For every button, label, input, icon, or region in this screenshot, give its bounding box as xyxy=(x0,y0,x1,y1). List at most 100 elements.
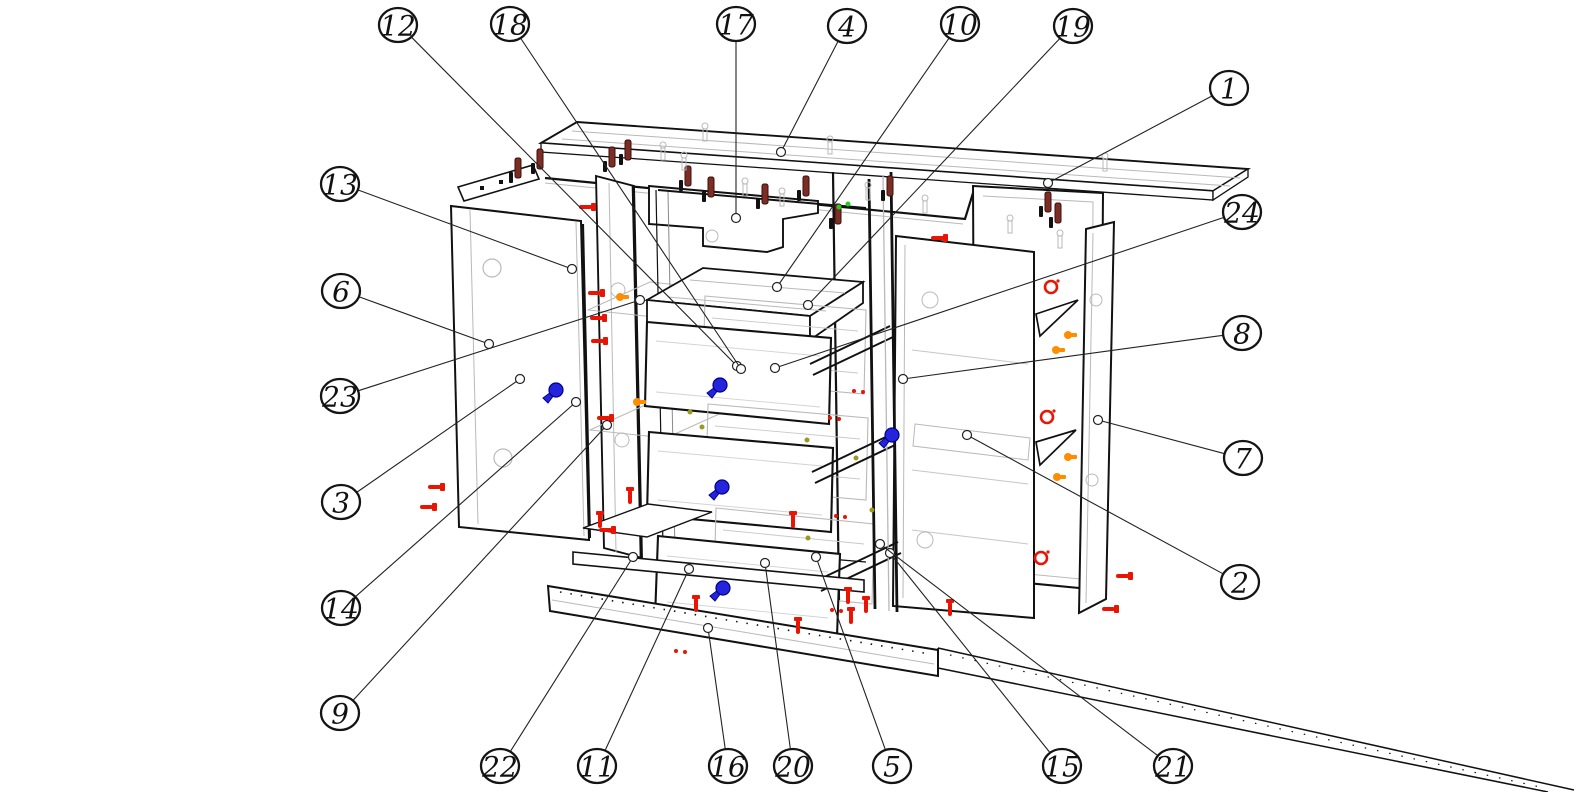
hinge-icon xyxy=(679,165,692,191)
olive-dot xyxy=(804,437,810,443)
left-top-slab xyxy=(456,164,541,202)
leader-endpoint-19 xyxy=(802,299,814,311)
cam-lock-icon xyxy=(1064,453,1077,461)
leader-endpoint-20 xyxy=(759,557,771,569)
callout-18: 18 xyxy=(489,5,531,43)
hinge-icon xyxy=(702,176,715,202)
leader-line-5 xyxy=(815,556,887,751)
screw-horizontal-icon xyxy=(1116,572,1133,580)
bottom-rail xyxy=(572,551,865,593)
callout-13: 13 xyxy=(319,165,361,203)
hinge-icon xyxy=(531,148,544,174)
leader-line-19 xyxy=(807,37,1061,306)
leader-endpoint-13 xyxy=(566,263,578,275)
plinth-back xyxy=(937,647,1575,792)
slab-dot1 xyxy=(480,186,484,190)
screw-vertical-icon xyxy=(794,617,802,634)
drawer2-front xyxy=(645,430,835,534)
knob-icon xyxy=(708,479,730,501)
callout-16: 16 xyxy=(707,747,749,785)
right-door-line xyxy=(1085,232,1094,604)
callout-number-14: 14 xyxy=(323,593,359,626)
leader-line-3 xyxy=(356,378,521,493)
green-dot xyxy=(836,204,842,210)
left-door-line2 xyxy=(575,221,585,537)
leader-endpoint-22 xyxy=(627,551,639,563)
cam-lock-icon xyxy=(633,398,646,406)
gray-screw-mark xyxy=(1006,214,1014,234)
olive-dot xyxy=(805,535,811,541)
screw-vertical-icon xyxy=(789,511,797,528)
left-door-line xyxy=(469,209,479,525)
leader-endpoint-14 xyxy=(570,396,582,408)
leader-endpoint-8 xyxy=(897,373,909,385)
callout-17: 17 xyxy=(715,5,757,43)
leader-endpoint-18 xyxy=(735,363,747,375)
callout-21: 21 xyxy=(1152,747,1194,785)
leader-line-16 xyxy=(707,627,726,750)
gray-screw-mark xyxy=(826,135,834,155)
leader-line-23 xyxy=(357,299,641,392)
slab-dot2 xyxy=(499,180,503,184)
red-dot-pair xyxy=(828,416,841,421)
olive-dot xyxy=(687,409,693,415)
leader-line-20 xyxy=(764,562,791,750)
right-door-hinge2 xyxy=(1085,473,1099,487)
leader-line-13 xyxy=(357,189,573,270)
shelf-stub-upper xyxy=(1035,299,1079,338)
leader-endpoint-2 xyxy=(961,429,973,441)
callout-number-1: 1 xyxy=(1220,73,1238,106)
leader-endpoint-7 xyxy=(1092,414,1104,426)
screw-horizontal-icon xyxy=(420,503,437,511)
leader-endpoint-10 xyxy=(771,281,783,293)
green-dot xyxy=(845,201,851,207)
screw-horizontal-icon xyxy=(591,337,608,345)
knob-icon xyxy=(709,580,731,602)
knob-icon xyxy=(542,382,564,404)
leader-line-24 xyxy=(774,216,1225,369)
hinge-icon xyxy=(756,183,769,209)
cabinet-artwork xyxy=(449,121,1575,792)
leader-endpoint-3 xyxy=(514,373,526,385)
leader-line-7 xyxy=(1097,419,1225,455)
back-top-rail-hole xyxy=(705,229,719,243)
red-dot-pair xyxy=(830,608,843,613)
center-post-near xyxy=(831,171,841,601)
callout-number-8: 8 xyxy=(1233,318,1251,351)
divider-post1 xyxy=(867,178,877,610)
screw-horizontal-icon xyxy=(597,414,614,422)
callout-5: 5 xyxy=(871,747,913,785)
callout-number-11: 11 xyxy=(579,751,615,784)
hinge-icon xyxy=(1049,202,1062,228)
leader-line-8 xyxy=(902,334,1224,380)
callout-19: 19 xyxy=(1052,7,1094,45)
divider-gray xyxy=(882,174,890,612)
red-ring-icon xyxy=(1033,550,1050,566)
leader-endpoint-21 xyxy=(874,538,886,550)
red-ring-icon xyxy=(1039,409,1056,425)
plinth-gray xyxy=(551,599,935,665)
leader-endpoint-4 xyxy=(775,146,787,158)
callout-1: 1 xyxy=(1208,69,1250,107)
olive-dot xyxy=(699,424,705,430)
right-panel-holes xyxy=(911,349,1029,545)
leader-line-12 xyxy=(411,36,738,367)
hinge-icon xyxy=(619,139,632,165)
gray-screw-mark xyxy=(701,122,709,142)
red-ring-icon xyxy=(1043,279,1060,295)
callout-number-5: 5 xyxy=(883,751,901,784)
callout-number-18: 18 xyxy=(492,9,528,42)
callout-20: 20 xyxy=(772,747,814,785)
leader-line-11 xyxy=(604,568,690,751)
callout-number-19: 19 xyxy=(1055,11,1091,44)
screw-horizontal-icon xyxy=(590,314,607,322)
callout-number-3: 3 xyxy=(332,487,350,520)
leader-line-15 xyxy=(889,552,1051,754)
leader-line-1 xyxy=(1047,95,1213,184)
right-panel-hinge-mark2 xyxy=(916,531,934,549)
hinge-icon xyxy=(1039,191,1052,217)
screw-vertical-icon xyxy=(844,587,852,604)
leader-line-2 xyxy=(966,434,1224,575)
left-side-wall-gray xyxy=(608,182,617,553)
